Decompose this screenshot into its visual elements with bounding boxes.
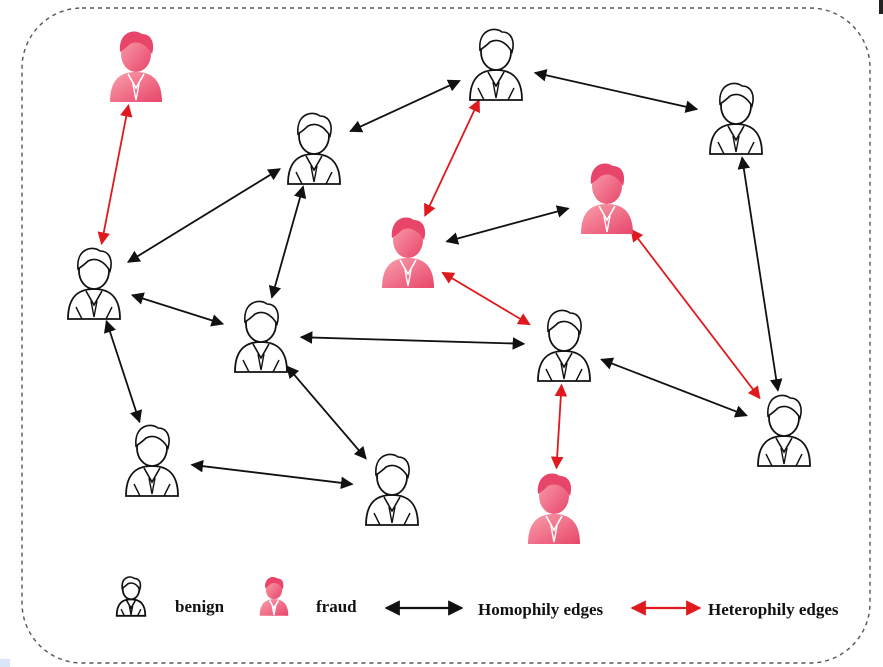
benign-person-icon <box>537 309 591 382</box>
fraud-person-icon <box>110 31 162 102</box>
homophily-edge-B1-B3 <box>533 69 699 113</box>
benign-person-icon <box>709 82 763 155</box>
homophily-edge-B7-B8 <box>190 459 354 490</box>
benign-person-icon <box>115 576 147 617</box>
corner-tick <box>879 0 883 14</box>
homophily-edge-B4-B7 <box>104 319 142 424</box>
heterophily-edge-B6-F4 <box>550 383 568 470</box>
homophily-edge-B5-B8 <box>286 365 367 460</box>
legend: benign fraud Homophily edges Heterophily… <box>115 576 839 619</box>
heterophily-edge-F1-B4 <box>97 104 133 245</box>
benign-person-icon <box>469 28 523 101</box>
legend-benign-label: benign <box>175 597 225 616</box>
fraud-person-icon <box>581 163 633 234</box>
heterophily-edge-B1-F2 <box>424 99 480 217</box>
benign-person-icon <box>67 247 121 320</box>
benign-person-icon <box>757 394 811 467</box>
heterophily-edge-F3-B9 <box>630 228 761 400</box>
edges-layer <box>97 69 783 490</box>
homophily-edge-B4-B5 <box>130 292 225 327</box>
homophily-edge-B3-B9 <box>737 156 783 392</box>
fraud-person-icon <box>382 217 434 288</box>
homophily-edge-F2-F3 <box>445 205 570 245</box>
benign-person-icon <box>234 300 288 373</box>
benign-person-icon <box>287 112 341 185</box>
heterophily-edge-F2-B6 <box>441 271 531 326</box>
homophily-edge-B6-B9 <box>600 357 748 418</box>
legend-homophily-label: Homophily edges <box>478 600 604 619</box>
benign-person-icon <box>125 424 179 497</box>
homophily-edge-B2-B4 <box>127 168 281 263</box>
nodes-layer <box>67 28 811 544</box>
corner-mark <box>0 659 10 667</box>
legend-heterophily-label: Heterophily edges <box>708 600 839 619</box>
fraud-person-icon <box>528 473 580 544</box>
fraud-person-icon <box>259 576 289 616</box>
homophily-edge-B1-B2 <box>349 79 461 133</box>
homophily-edge-B5-B6 <box>299 331 526 350</box>
benign-person-icon <box>365 453 419 526</box>
legend-fraud-label: fraud <box>316 597 357 616</box>
homophily-edge-B2-B5 <box>268 185 307 299</box>
diagram-frame <box>21 7 871 664</box>
